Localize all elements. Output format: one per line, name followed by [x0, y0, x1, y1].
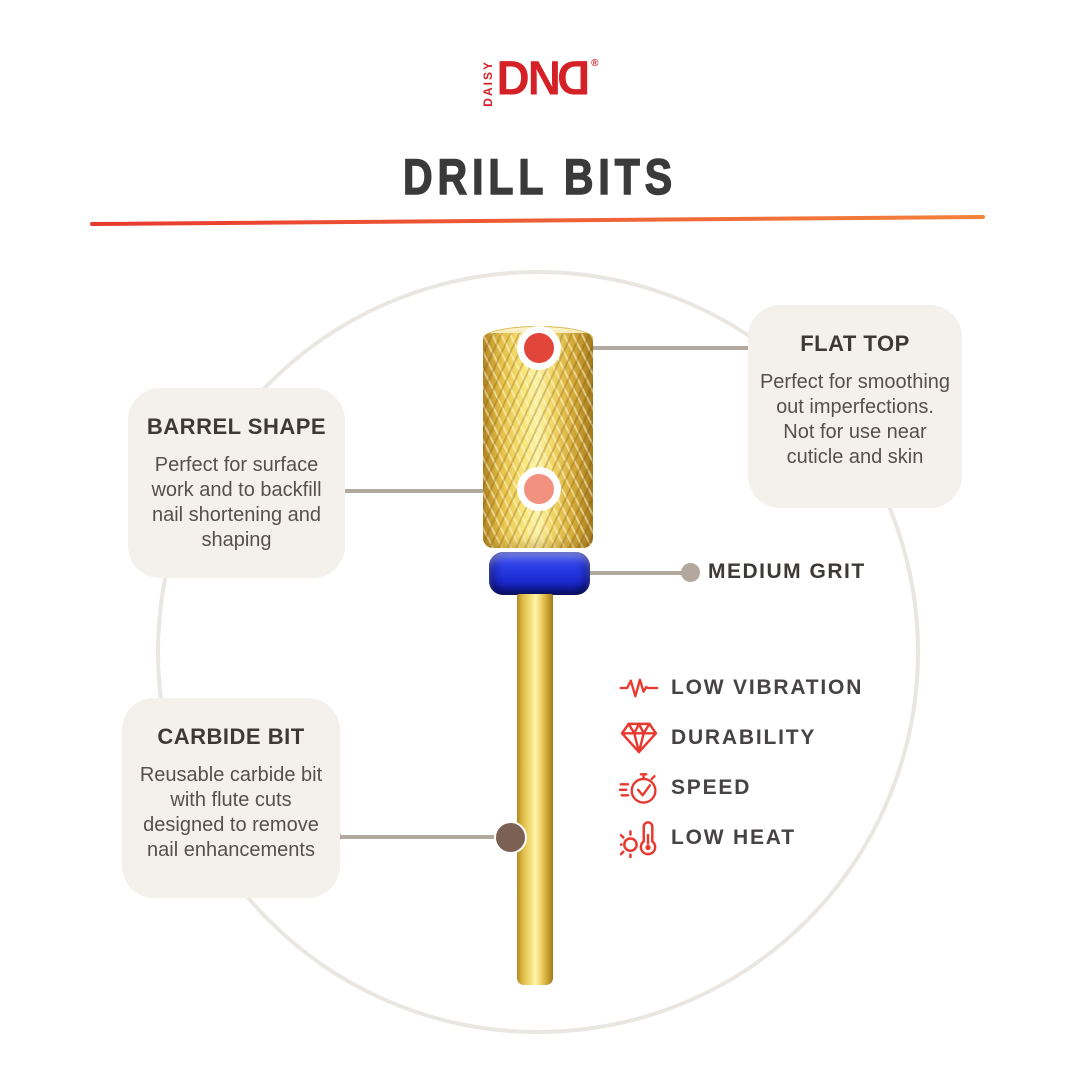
brand-daisy-text: DAISY [481, 60, 496, 107]
callout-barrel-shape: BARREL SHAPE Perfect for surface work an… [128, 388, 345, 578]
drill-bit-grit-band [489, 552, 590, 595]
brand-dnd-text: DND [496, 50, 591, 110]
feature-label: LOW HEAT [671, 826, 796, 849]
registered-mark: ® [591, 58, 599, 69]
callout-body: Perfect for surface work and to backfill… [151, 454, 322, 551]
marker-dot-barrel-shape [517, 467, 561, 511]
feature-row-low-heat: LOW HEAT [618, 820, 863, 858]
accent-divider [89, 214, 985, 226]
connector-medium-grit [586, 571, 690, 575]
feature-label: DURABILITY [671, 726, 817, 749]
background-circle [156, 270, 920, 1034]
feature-label: LOW VIBRATION [671, 676, 864, 699]
callout-flat-top: FLAT TOP Perfect for smoothing out imper… [748, 305, 962, 508]
callout-title: BARREL SHAPE [146, 414, 327, 439]
drill-bit-shaft [517, 594, 553, 985]
connector-dot-medium-grit [681, 563, 700, 582]
thermometer-icon [618, 820, 660, 858]
pulse-icon [618, 670, 660, 706]
feature-label: SPEED [671, 776, 752, 799]
feature-row-speed: SPEED [618, 770, 863, 806]
feature-row-durability: DURABILITY [618, 720, 863, 756]
marker-dot-flat-top [517, 326, 561, 370]
page-title: DRILL BITS [402, 148, 677, 206]
diamond-icon [618, 720, 660, 756]
brand-letter-mirrored: D [558, 50, 591, 105]
medium-grit-label: MEDIUM GRIT [708, 560, 866, 583]
stopwatch-icon [618, 770, 660, 806]
brand-logo: DAISY DND ® [0, 50, 1080, 110]
callout-body: Reusable carbide bit with flute cuts des… [139, 764, 323, 861]
connector-carbide-bit [331, 835, 513, 839]
brand-logo-lockup: DAISY DND ® [481, 50, 599, 110]
marker-dot-carbide-bit [494, 821, 527, 854]
connector-flat-top [556, 346, 752, 350]
callout-title: CARBIDE BIT [157, 724, 305, 749]
brand-letter: N [527, 50, 561, 105]
feature-row-low-vibration: LOW VIBRATION [618, 670, 863, 706]
brand-letter: D [496, 50, 529, 105]
callout-carbide-bit: CARBIDE BIT Reusable carbide bit with fl… [122, 698, 340, 898]
connector-barrel-shape [335, 489, 525, 493]
feature-list: LOW VIBRATION DURABILITY SPEED [618, 670, 863, 858]
callout-body: Perfect for smoothing out imperfections.… [759, 371, 951, 468]
callout-title: FLAT TOP [800, 331, 910, 356]
